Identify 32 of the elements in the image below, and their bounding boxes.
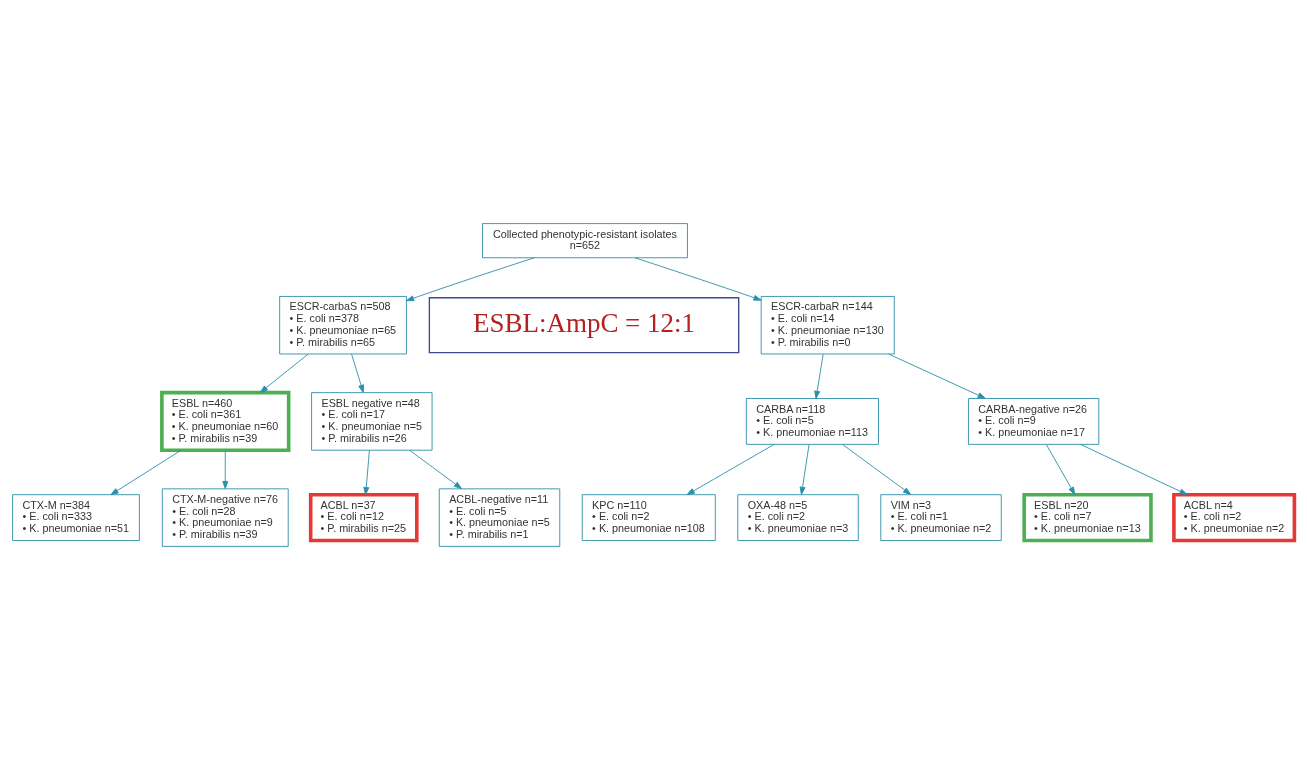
node-box: KPC n=110 • E. coli n=2 • K. pneumoniae n=108 bbox=[581, 494, 716, 541]
arrow bbox=[363, 449, 370, 496]
node-box: ACBL n=37 • E. coli n=12 • P. mirabilis n=25 bbox=[308, 492, 419, 543]
node-box: ESCR-carbaS n=508 • E. coli n=378 • K. pneumoniae n=65 • P. mirabilis n=65 bbox=[279, 296, 407, 355]
arrow bbox=[351, 353, 364, 393]
node-box: Collected phenotypic-resistant isolates n=652 bbox=[482, 223, 688, 259]
arrow bbox=[842, 444, 912, 495]
node-box: ACBL-negative n=11 • E. coli n=5 • K. pneumoniae n=5 • P. mirabilis n=1 bbox=[438, 488, 561, 547]
node-box: VIM n=3 • E. coli n=1 • K. pneumoniae n=2 bbox=[880, 494, 1002, 541]
arrow bbox=[1080, 444, 1188, 495]
node-box: ESBL:AmpC = 12:1 bbox=[428, 297, 740, 354]
node-box: ACBL n=4 • E. coli n=2 • K. pneumoniae n=2 bbox=[1172, 492, 1297, 543]
arrow bbox=[259, 353, 309, 393]
node-box: ESBL n=20 • E. coli n=7 • K. pneumoniae n=13 bbox=[1022, 492, 1153, 543]
node-box: CARBA n=118 • E. coli n=5 • K. pneumoniae n=113 bbox=[745, 398, 879, 445]
arrow bbox=[222, 449, 229, 490]
node-box: CTX-M n=384 • E. coli n=333 • K. pneumoniae n=51 bbox=[12, 494, 140, 541]
arrow bbox=[799, 444, 810, 495]
node-box: OXA-48 n=5 • E. coli n=2 • K. pneumoniae n=3 bbox=[737, 494, 859, 541]
node-box: CARBA-negative n=26 • E. coli n=9 • K. pneumoniae n=17 bbox=[968, 398, 1100, 445]
arrow bbox=[110, 449, 182, 496]
node-box: ESCR-carbaR n=144 • E. coli n=14 • K. pneumoniae n=130 • P. mirabilis n=0 bbox=[760, 296, 895, 355]
node-box: ESBL negative n=48 • E. coli n=17 • K. pneumoniae n=5 • P. mirabilis n=26 bbox=[311, 392, 433, 451]
node-box: ESBL n=460 • E. coli n=361 • K. pneumoniae n=60 • P. mirabilis n=39 bbox=[160, 390, 291, 452]
arrow bbox=[814, 353, 824, 399]
node-box: CTX-M-negative n=76 • E. coli n=28 • K. pneumoniae n=9 • P. mirabilis n=39 bbox=[161, 488, 289, 547]
arrow bbox=[888, 353, 986, 399]
arrow bbox=[406, 257, 535, 302]
arrow bbox=[409, 449, 462, 490]
arrow bbox=[686, 444, 775, 495]
arrow bbox=[634, 257, 762, 301]
arrow bbox=[1045, 444, 1076, 495]
